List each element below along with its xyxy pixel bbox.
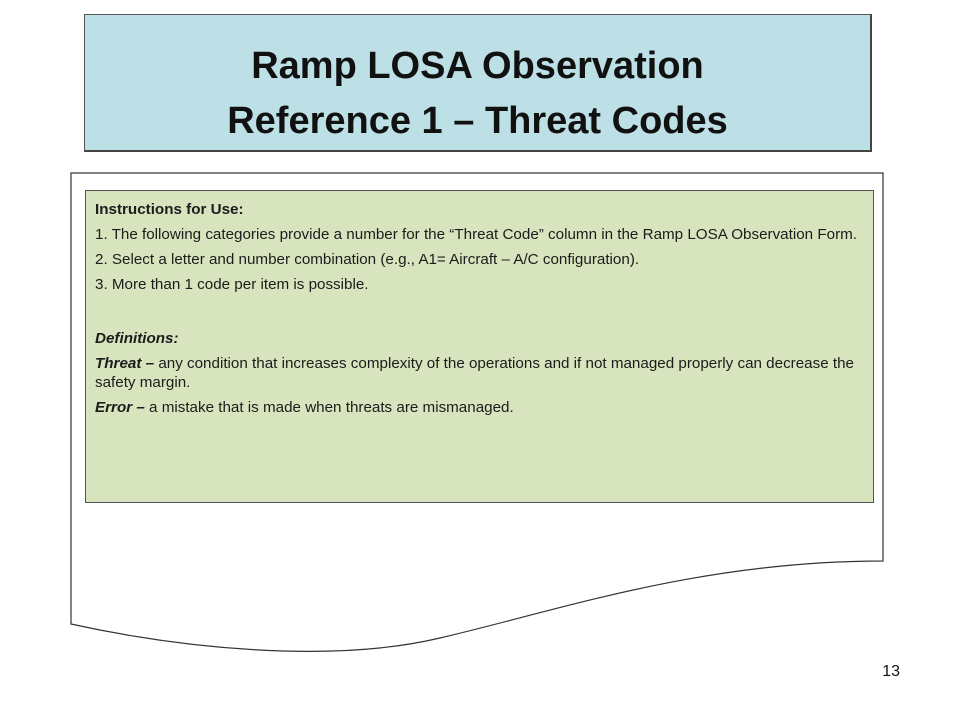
page-number: 13: [882, 663, 900, 680]
error-definition: a mistake that is made when threats are …: [144, 399, 514, 416]
instruction-item: 2. Select a letter and number combinatio…: [95, 251, 640, 268]
definition-error: Error – a mistake that is made when thre…: [95, 398, 861, 417]
definitions-heading: Definitions:: [95, 330, 179, 347]
threat-definition: any condition that increases complexity …: [95, 355, 854, 391]
instruction-item: 1. The following categories provide a nu…: [95, 226, 857, 243]
instructions-heading: Instructions for Use:: [95, 201, 244, 218]
spacer: [95, 300, 861, 329]
instructions-panel: Instructions for Use: 1. The following c…: [85, 190, 874, 503]
definition-threat: Threat – any condition that increases co…: [95, 354, 861, 392]
error-term: Error –: [95, 399, 145, 416]
instruction-item: 3. More than 1 code per item is possible…: [95, 276, 369, 293]
title-banner: Ramp LOSA Observation Reference 1 – Thre…: [84, 14, 872, 152]
page-title: Ramp LOSA Observation: [251, 45, 704, 87]
page-subtitle: Reference 1 – Threat Codes: [227, 100, 728, 142]
threat-term: Threat –: [95, 355, 155, 372]
